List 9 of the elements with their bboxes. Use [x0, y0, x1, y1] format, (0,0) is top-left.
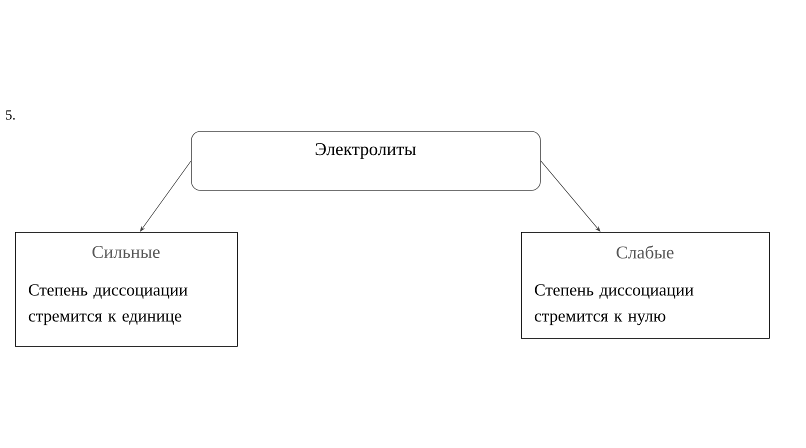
description: Степень диссоциации стремится к единице [28, 284, 188, 326]
heading: Электролиты [316, 143, 416, 159]
description: Степень диссоциации стремится к нулю [534, 284, 694, 326]
text-box [521, 232, 770, 339]
item-number: 5. [6, 110, 15, 120]
heading: Слабые [616, 245, 674, 259]
text-box [15, 232, 238, 347]
rounded-box [191, 131, 541, 191]
heading: Сильные [92, 246, 160, 258]
